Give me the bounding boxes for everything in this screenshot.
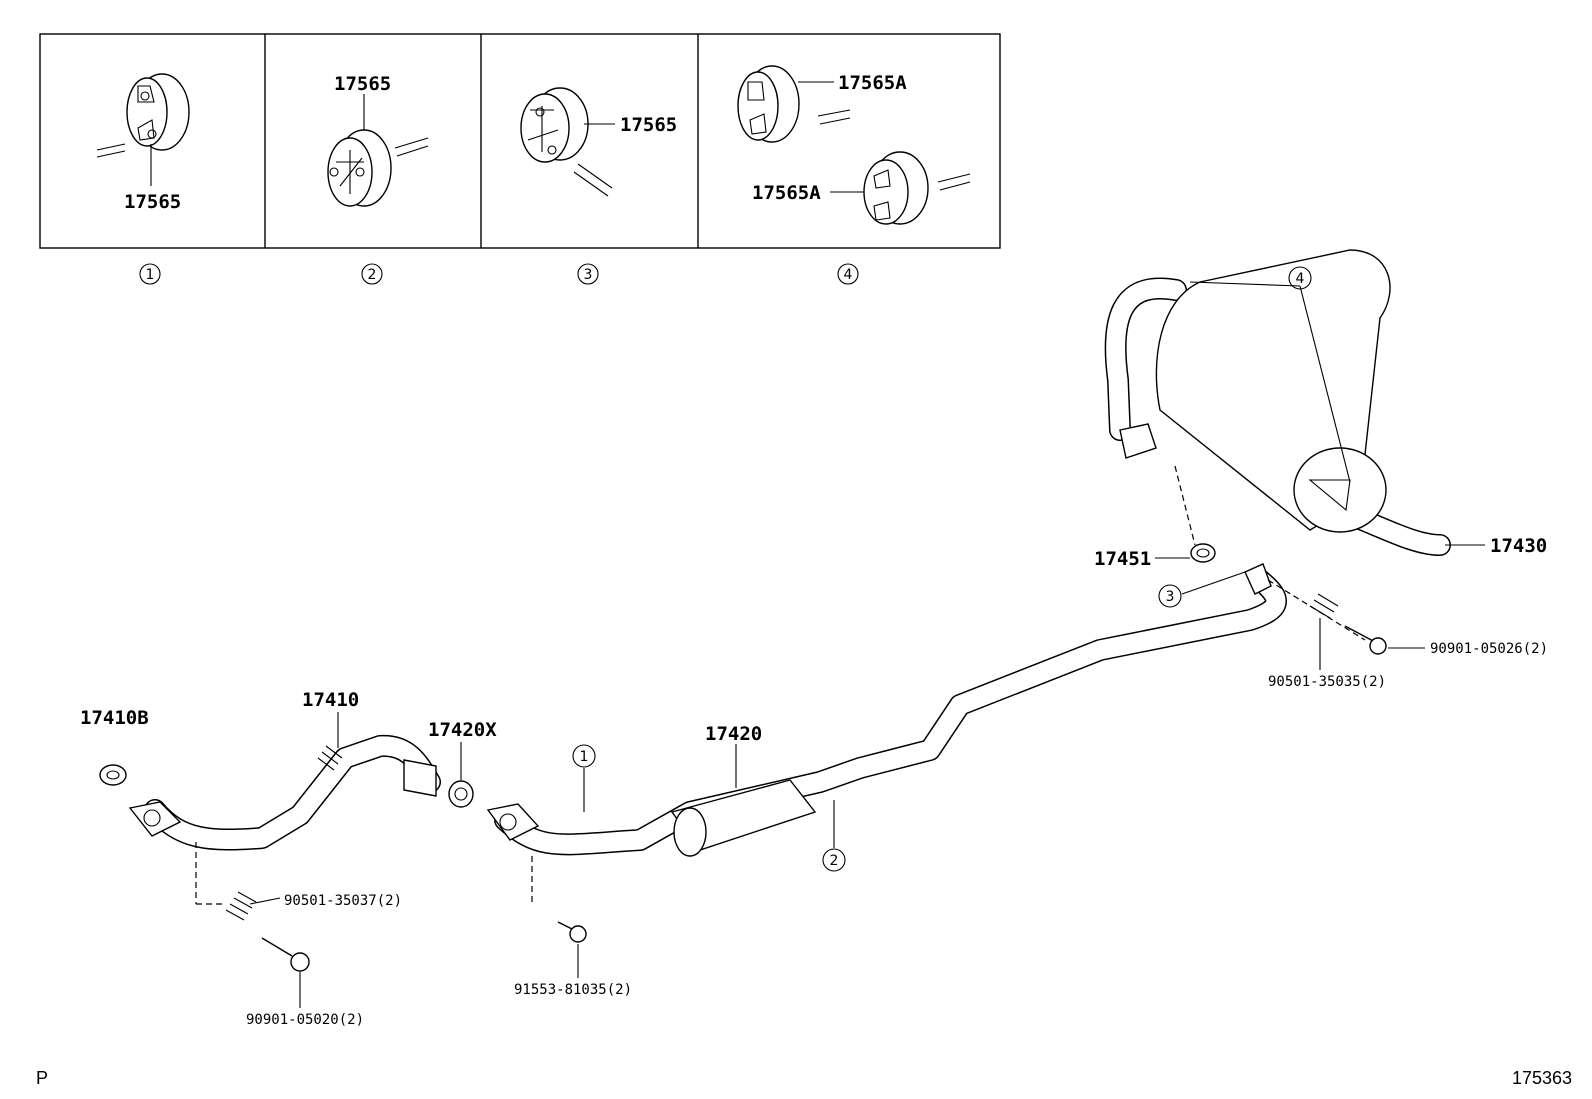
bolt-90901-05020 [261,937,293,957]
callout-3: 3 [1166,589,1175,605]
panel-2-label: 17565 [334,73,391,95]
callout-4-circle [1288,266,1312,290]
bolt-90901-05026 [1344,625,1376,643]
label-90501-35037: 90501-35037(2) [284,893,402,909]
panel-4-index-circle [837,263,859,285]
callout-4: 4 [1296,271,1305,287]
callout-1: 1 [580,749,589,765]
callout-2: 2 [830,853,839,869]
label-91553-81035: 91553-81035(2) [514,982,632,998]
hanger-icon [737,65,851,143]
label-90901-05020: 90901-05020(2) [246,1012,364,1028]
panel-3-index-circle [577,263,599,285]
label-90501-35035: 90501-35035(2) [1268,674,1386,690]
panel-3-label: 17565 [620,114,677,136]
front-pipe [128,734,441,851]
label-17430: 17430 [1490,535,1547,557]
hanger-icon [830,151,971,225]
panel-2-index: 2 [368,267,377,283]
panel-4-label-top: 17565A [838,72,907,94]
panel-1-label: 17565 [124,191,181,213]
panel-1-index-circle [139,263,161,285]
spring-90501-35037 [225,891,257,921]
panel-2-index-circle [361,263,383,285]
label-90901-05026: 90901-05026(2) [1430,641,1548,657]
callout-1-circle [572,744,596,768]
label-17410: 17410 [302,689,359,711]
gasket-17451 [1190,543,1216,563]
muffler [1104,249,1451,556]
panel-4-label-bottom: 17565A [752,182,821,204]
diagram-code: 175363 [1512,1068,1572,1088]
inset-panel-frame [39,33,1001,249]
hanger-icon [327,94,429,207]
label-17420X: 17420X [428,719,497,741]
label-17410B: 17410B [80,707,149,729]
hanger-icon [96,73,190,186]
center-pipe [486,563,1287,857]
callout-3-circle [1158,584,1182,608]
label-17420: 17420 [705,723,762,745]
spring-90501-35035 [1309,593,1339,619]
callout-2-circle [822,848,846,872]
hanger-icon [520,87,615,197]
label-17451: 17451 [1094,548,1151,570]
panel-3-index: 3 [584,267,593,283]
panel-1-index: 1 [146,267,155,283]
gasket-17410B [99,764,127,786]
panel-4-index: 4 [844,267,853,283]
corner-letter: P [36,1068,48,1088]
gasket-17420X [448,780,474,808]
